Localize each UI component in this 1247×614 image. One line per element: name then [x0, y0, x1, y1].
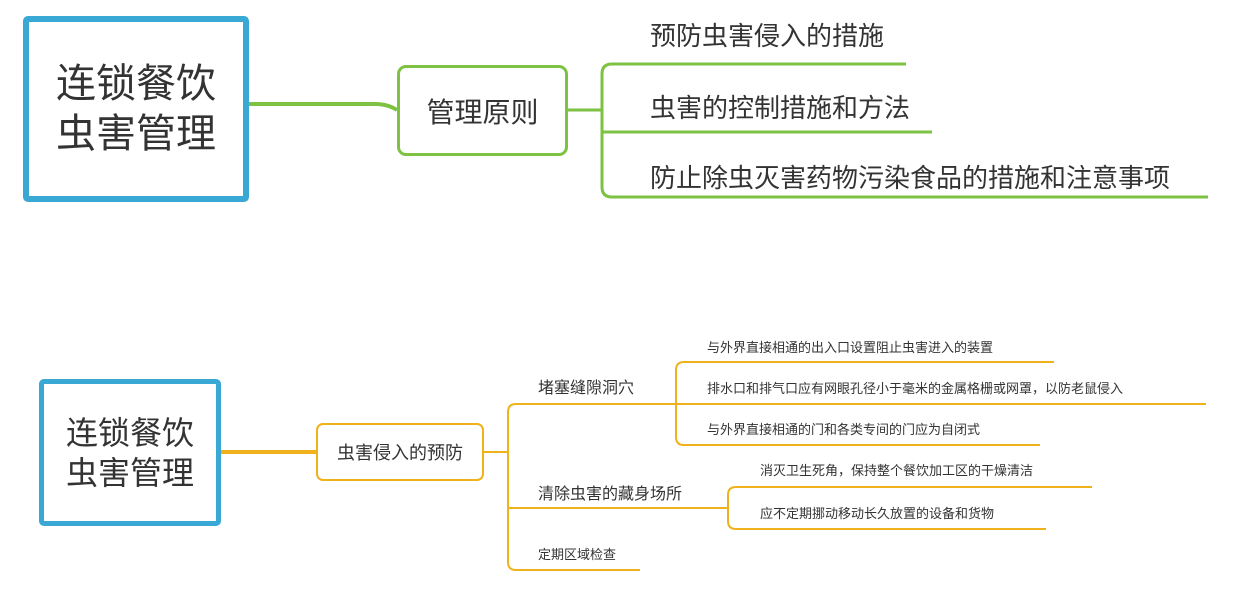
root-node-2[interactable]: 连锁餐饮 虫害管理	[39, 379, 221, 526]
leaf-node-1-3[interactable]: 与外界直接相通的门和各类专间的门应为自闭式	[707, 423, 981, 438]
subtopic-node-3[interactable]: 定期区域检查	[538, 548, 617, 563]
topic2-label: 虫害侵入的预防	[337, 443, 463, 464]
item-node-2[interactable]: 虫害的控制措施和方法	[650, 94, 911, 124]
root2-line1: 连锁餐饮	[65, 413, 194, 452]
leaf-node-2-2[interactable]: 应不定期挪动移动长久放置的设备和货物	[760, 507, 995, 522]
topic1-label: 管理原则	[426, 95, 539, 129]
topic-node-management-principles[interactable]: 管理原则	[397, 65, 568, 156]
root-node-1[interactable]: 连锁餐饮 虫害管理	[23, 16, 249, 202]
subtopic-node-1[interactable]: 堵塞缝隙洞穴	[538, 378, 635, 397]
connector-topic2-vertical	[507, 403, 517, 571]
item-node-1[interactable]: 预防虫害侵入的措施	[650, 22, 885, 52]
subtopic-node-2[interactable]: 清除虫害的藏身场所	[538, 484, 683, 503]
root2-line2: 虫害管理	[65, 453, 194, 492]
root1-line1: 连锁餐饮	[56, 61, 216, 107]
connector-sub2-vertical	[727, 486, 737, 530]
leaf-node-2-1[interactable]: 消灭卫生死角，保持整个餐饮加工区的干燥清洁	[760, 464, 1034, 479]
root1-line2: 虫害管理	[56, 111, 216, 157]
leaf-node-1-1[interactable]: 与外界直接相通的出入口设置阻止虫害进入的装置	[707, 341, 994, 356]
topic-node-pest-prevention[interactable]: 虫害侵入的预防	[316, 423, 484, 481]
connector-root1-to-topic	[249, 102, 399, 112]
leaf-node-1-2[interactable]: 排水口和排气口应有网眼孔径小于毫米的金属格栅或网罩，以防老鼠侵入	[707, 382, 1124, 397]
item-node-3[interactable]: 防止除虫灭害药物污染食品的措施和注意事项	[650, 164, 1171, 194]
